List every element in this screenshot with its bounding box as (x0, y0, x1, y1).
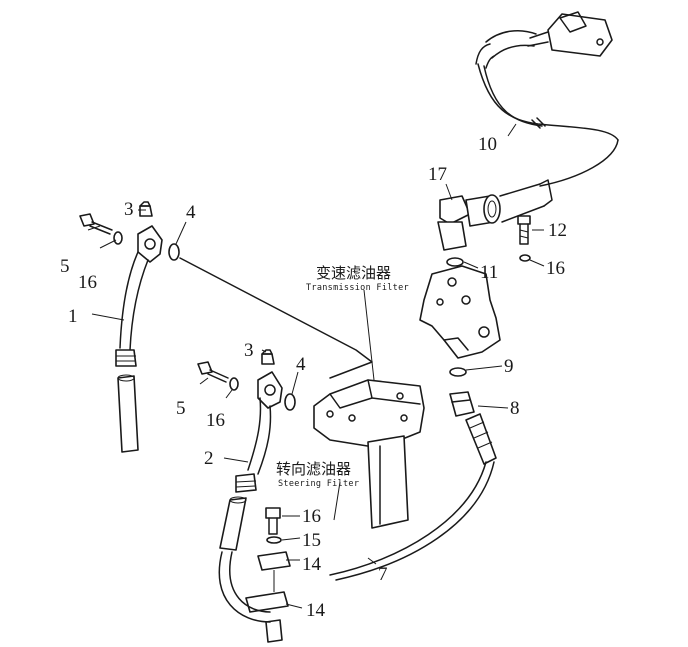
bolt-16-lower (265, 507, 281, 535)
label-16-left: 16 (78, 272, 97, 293)
cable-10 (475, 11, 619, 187)
label-16-right: 16 (546, 258, 565, 279)
label-5-left: 5 (60, 256, 70, 277)
label-14-lower: 14 (306, 600, 326, 621)
label-16-lower: 16 (302, 506, 321, 527)
label-11: 11 (480, 262, 498, 283)
label-14-upper: 14 (302, 554, 322, 575)
label-4-left: 4 (186, 202, 196, 223)
o-ring-4-middle (284, 393, 296, 411)
plug-3-middle (261, 349, 275, 365)
bolt-12 (517, 215, 531, 245)
label-16-middle: 16 (206, 410, 225, 431)
label-9: 9 (504, 356, 514, 377)
label-4-middle: 4 (296, 354, 306, 375)
washer-15 (266, 536, 282, 544)
transmission-filter-caption-cn: 变速滤油器 (316, 264, 391, 282)
o-ring-4-left (168, 243, 180, 261)
connecting-line (179, 257, 373, 379)
label-17: 17 (428, 164, 447, 185)
washer-16-left (113, 231, 123, 245)
clip-base (265, 619, 283, 643)
label-15: 15 (302, 530, 321, 551)
pipe-2 (219, 371, 283, 551)
washer-16-right (519, 254, 531, 262)
label-5-middle: 5 (176, 398, 186, 419)
label-2: 2 (204, 448, 214, 469)
pipe-1 (115, 225, 163, 453)
washer-16-middle (229, 377, 239, 391)
bolt-5-left (79, 213, 113, 235)
label-3-left: 3 (124, 199, 134, 220)
steering-filter-caption-en: Steering Filter (278, 479, 359, 489)
label-7: 7 (378, 564, 388, 585)
fitting-8 (449, 391, 475, 417)
label-8: 8 (510, 398, 520, 419)
o-ring-9 (449, 367, 467, 377)
plug-3-left (139, 201, 153, 217)
o-ring-11 (446, 257, 464, 267)
elbow-fitting-17 (437, 179, 553, 251)
clip-14-upper (257, 551, 291, 571)
label-12: 12 (548, 220, 567, 241)
transmission-filter-caption-en: Transmission Filter (306, 283, 409, 293)
label-3-middle: 3 (244, 340, 254, 361)
label-1: 1 (68, 306, 78, 327)
filter-assembly (313, 379, 425, 529)
steering-filter-caption-cn: 转向滤油器 (276, 460, 351, 478)
valve-block (419, 265, 501, 359)
hose-7 (329, 413, 497, 581)
label-10: 10 (478, 134, 497, 155)
bolt-5-middle (197, 361, 229, 383)
